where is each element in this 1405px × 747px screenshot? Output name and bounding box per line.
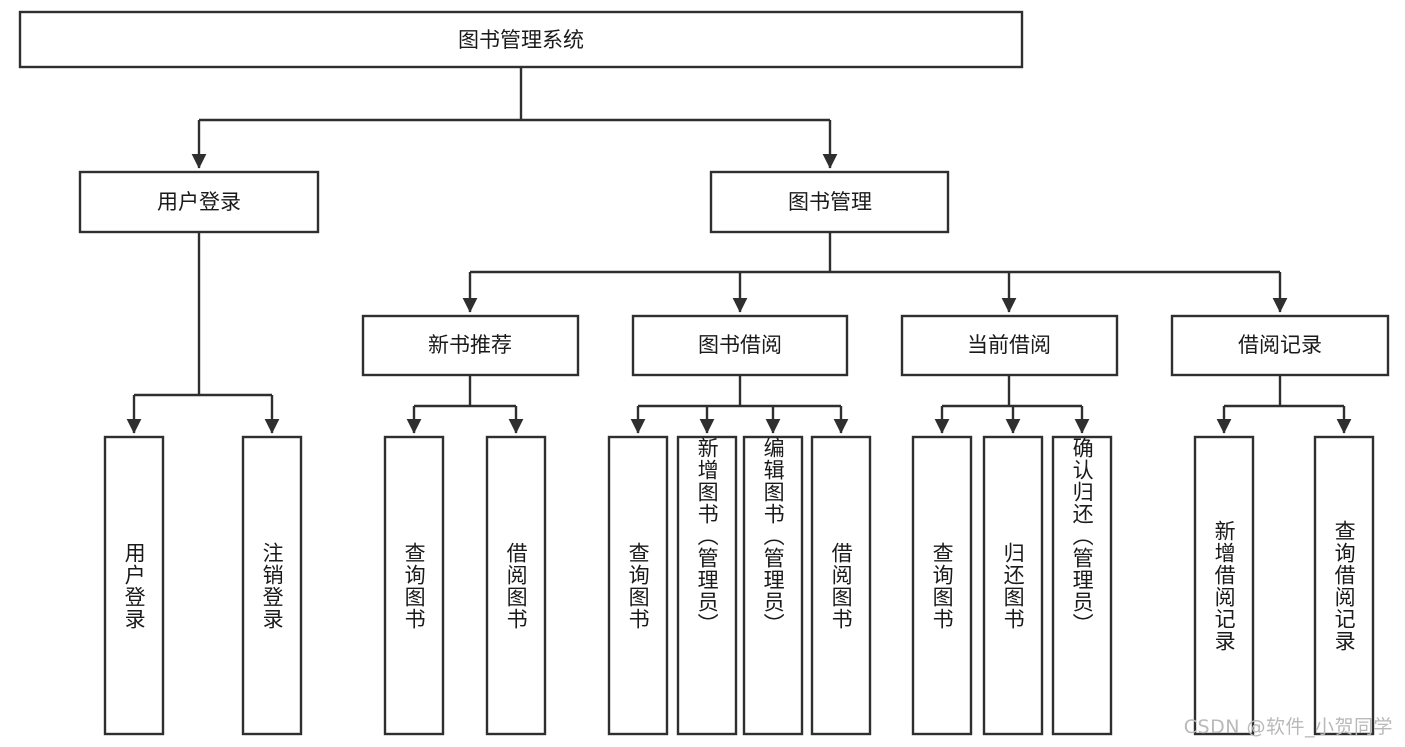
node-current-borrow[interactable]: 当前借阅 [900,314,1119,377]
leaf-return-book-box[interactable] [982,435,1044,736]
node-user-login-box[interactable] [78,170,320,234]
node-book-manage-label: 图书管理 [788,190,872,214]
node-root-label: 图书管理系统 [458,28,584,52]
connector-group-user-login [126,232,280,434]
leaf-query-book-current-box[interactable] [911,435,973,736]
node-root-box[interactable] [18,10,1024,69]
node-current-borrow-box[interactable] [900,314,1119,377]
node-new-book-recommend-box[interactable] [361,314,580,377]
node-book-manage-box[interactable] [709,170,950,234]
node-new-book-recommend[interactable]: 新书推荐 [361,314,580,377]
leaf-user-logout-box[interactable] [241,435,303,736]
node-user-login[interactable]: 用户登录 [78,170,320,234]
node-root[interactable]: 图书管理系统 [18,10,1024,69]
leaf-borrow-book-rec-box[interactable] [485,435,547,736]
connector-group-borrow-record [1216,375,1352,434]
connector-group-book-manage [462,232,1288,313]
node-borrow-record-label: 借阅记录 [1238,333,1322,357]
watermark: CSDN @软件_小贺同学 [1183,716,1393,738]
leaf-add-book-admin-box[interactable] [676,435,738,736]
node-new-book-recommend-label: 新书推荐 [428,333,512,357]
connector-group-new-book-recommend [406,375,524,434]
leaf-edit-book-admin-box[interactable] [742,435,804,736]
node-book-borrow-box[interactable] [631,314,849,377]
leaf-borrow-book-box[interactable] [810,435,872,736]
leaf-add-borrow-record-box[interactable] [1193,435,1255,736]
connector-group-current-borrow [934,375,1090,434]
leaf-user-login-box[interactable] [103,435,165,736]
leaf-query-book-rec-box[interactable] [383,435,445,736]
node-borrow-record[interactable]: 借阅记录 [1170,314,1390,377]
leaf-confirm-return-admin-box[interactable] [1051,435,1113,736]
node-book-borrow[interactable]: 图书借阅 [631,314,849,377]
node-user-login-label: 用户登录 [157,190,241,214]
node-current-borrow-label: 当前借阅 [967,333,1051,357]
connector-group-root [191,67,838,169]
leaf-query-book-borrow-box[interactable] [607,435,669,736]
node-borrow-record-box[interactable] [1170,314,1390,377]
leaf-query-borrow-record-box[interactable] [1313,435,1375,736]
node-book-borrow-label: 图书借阅 [698,333,782,357]
connector-group-book-borrow [630,375,849,434]
node-book-manage[interactable]: 图书管理 [709,170,950,234]
